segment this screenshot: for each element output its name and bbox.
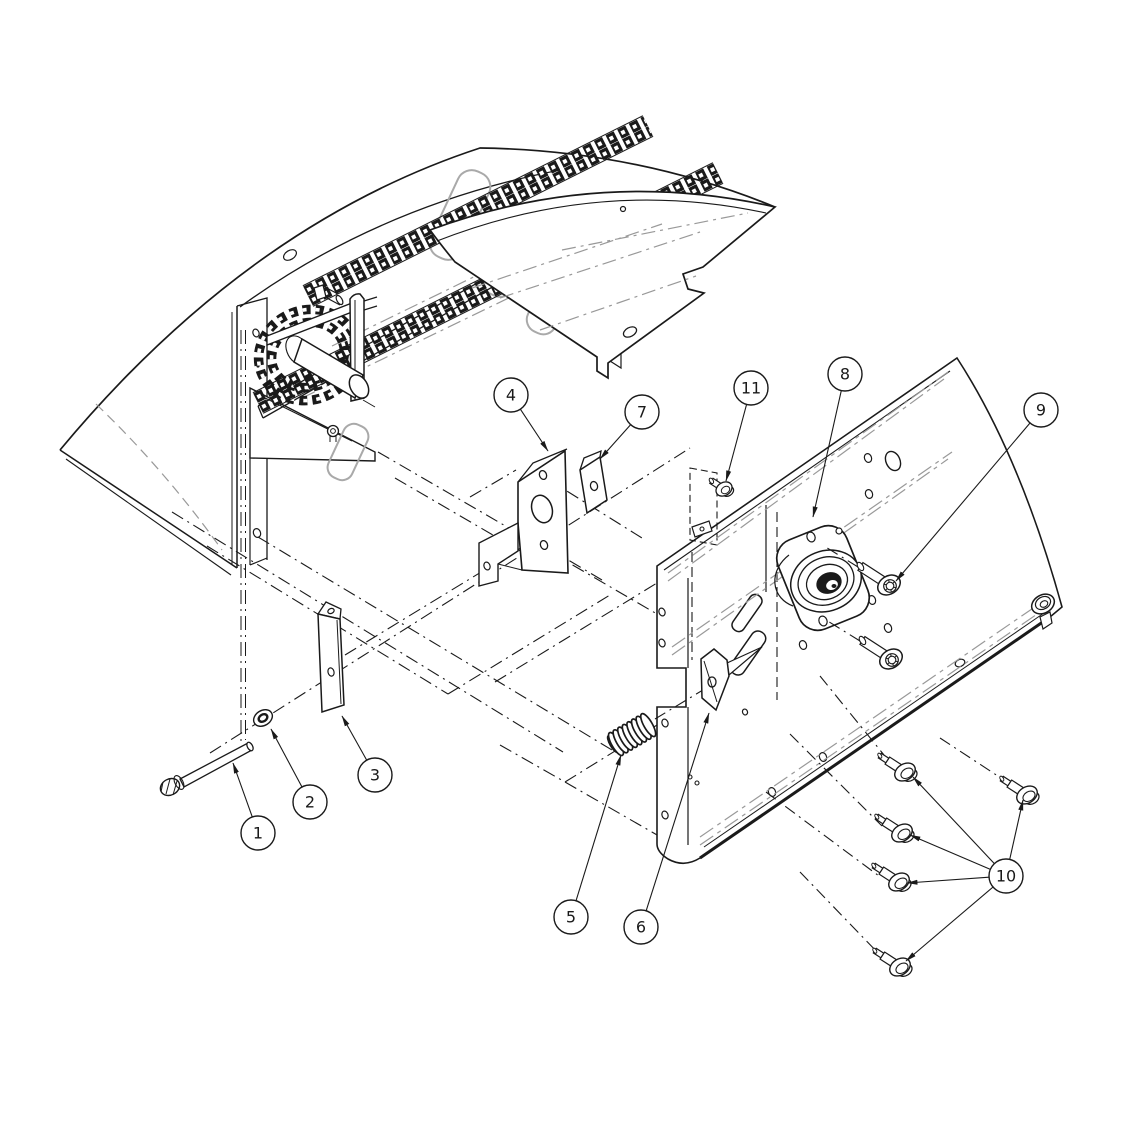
part-9-bearing-bolt [856, 561, 901, 596]
callout-number: 9 [1036, 401, 1046, 420]
slot [731, 593, 763, 633]
callout-number: 10 [996, 867, 1016, 886]
callout-2[interactable]: 2 [270, 728, 328, 820]
part-3-strap-bracket [316, 601, 345, 714]
slot [729, 630, 767, 676]
part-10-hex-flange-screw [874, 813, 915, 843]
leader-line [575, 754, 622, 901]
leader-line [909, 834, 991, 870]
callout-bubble[interactable] [1023, 392, 1059, 428]
callout-number: 2 [305, 793, 315, 812]
cover-plate-centerlines [471, 212, 749, 331]
part-10-hex-flange-screw [871, 862, 912, 892]
callout-bubble[interactable] [240, 815, 276, 851]
part-1-hex-bolt [159, 741, 254, 797]
part-5-compression-spring [606, 712, 657, 757]
callout-bubble[interactable] [624, 394, 660, 430]
callout-6[interactable]: 6 [623, 712, 710, 945]
callout-5[interactable]: 5 [553, 754, 622, 935]
callout-number: 3 [370, 766, 380, 785]
leader-line [1009, 799, 1024, 860]
callout-number: 1 [253, 824, 263, 843]
callout-number: 11 [741, 379, 761, 398]
callout-4[interactable]: 4 [493, 377, 549, 452]
callout-7[interactable]: 7 [599, 394, 660, 460]
callout-1[interactable]: 1 [232, 762, 276, 851]
bolt-head [159, 777, 181, 797]
callout-bubble[interactable] [292, 784, 328, 820]
flange-bearing [774, 524, 871, 632]
side-plate-centerlines [667, 371, 1047, 846]
leader-line [912, 776, 995, 864]
leader-line [905, 886, 994, 962]
leader-line [519, 408, 549, 452]
leader-line [895, 422, 1031, 582]
callout-11[interactable]: 11 [725, 370, 769, 482]
callout-number: 5 [566, 908, 576, 927]
callout-bubble[interactable] [553, 899, 589, 935]
bracket-large-hole [530, 494, 554, 524]
callout-number: 7 [637, 403, 647, 422]
chain-tensioner [266, 284, 378, 442]
callouts: 1 2 3 4 5 6 7 8 9 10 11 [232, 356, 1059, 962]
callout-bubble[interactable] [988, 858, 1024, 894]
callout-bubble[interactable] [493, 377, 529, 413]
part-10-hex-flange-screw [872, 947, 913, 977]
part-11-hex-flange-screw-small [708, 477, 735, 498]
cover-plate [428, 190, 777, 380]
shroud-outer-curve [59, 147, 776, 451]
leader-line [232, 762, 253, 818]
leader-line [270, 728, 303, 788]
part-10-hex-flange-screw [877, 752, 918, 782]
part-7-angle-clip [579, 449, 608, 515]
leader-line [725, 404, 748, 482]
leader-line [645, 712, 710, 911]
part-6-clip-bracket [700, 646, 763, 712]
cover-plate-hole [622, 326, 638, 338]
callout-bubble[interactable] [623, 909, 659, 945]
callout-8[interactable]: 8 [812, 356, 863, 518]
loose-parts [159, 448, 763, 797]
callout-number: 4 [506, 386, 516, 405]
part-9-bearing-bolt [858, 635, 903, 670]
callout-10[interactable]: 10 [905, 776, 1024, 962]
fasteners [708, 477, 1040, 977]
corner-flange-screw [1030, 593, 1056, 615]
leader-line [906, 876, 990, 885]
shroud-hole [283, 249, 297, 261]
callout-9[interactable]: 9 [895, 392, 1059, 582]
callout-number: 8 [840, 365, 850, 384]
leader-line [341, 715, 368, 761]
part-2-washer [252, 709, 274, 727]
cover-plate-outline [428, 190, 777, 380]
idler-shaft [293, 337, 364, 400]
side-plate-holes [658, 450, 966, 820]
callout-bubble[interactable] [357, 757, 393, 793]
leader-line [599, 424, 632, 460]
callout-number: 6 [636, 918, 646, 937]
pivot-bolt [326, 424, 340, 438]
callout-bubble[interactable] [733, 370, 769, 406]
leader-line [812, 390, 842, 518]
part-4-mounting-bracket [478, 448, 569, 587]
callout-3[interactable]: 3 [341, 715, 393, 793]
chain-guide-ghost [326, 422, 370, 482]
part-10-hex-flange-screw [999, 775, 1040, 805]
callout-bubble[interactable] [827, 356, 863, 392]
post-centerlines [240, 330, 246, 742]
